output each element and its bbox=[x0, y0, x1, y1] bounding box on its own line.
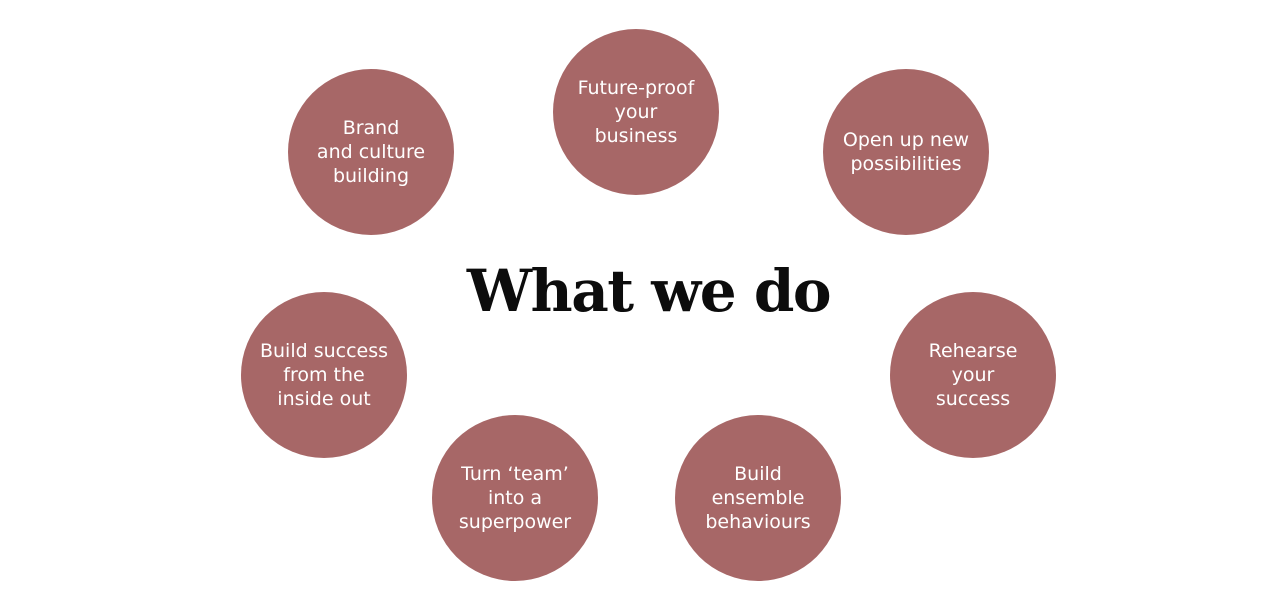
circle-label: Future-proof your business bbox=[577, 77, 695, 147]
circle-open-possibilities: Open up new possibilities bbox=[823, 69, 989, 235]
circle-label: Turn ‘team’ into a superpower bbox=[458, 463, 572, 533]
circle-build-success: Build success from the inside out bbox=[241, 292, 407, 458]
circle-label: Brand and culture building bbox=[316, 117, 426, 187]
circle-label: Build success from the inside out bbox=[259, 340, 389, 410]
circle-label: Build ensemble behaviours bbox=[705, 463, 811, 533]
circle-label: Open up new possibilities bbox=[842, 129, 970, 175]
circle-team-superpower: Turn ‘team’ into a superpower bbox=[432, 415, 598, 581]
circle-label: Rehearse your success bbox=[928, 340, 1018, 410]
circle-rehearse-success: Rehearse your success bbox=[890, 292, 1056, 458]
circle-ensemble-behaviours: Build ensemble behaviours bbox=[675, 415, 841, 581]
circle-brand-culture: Brand and culture building bbox=[288, 69, 454, 235]
circle-future-proof: Future-proof your business bbox=[553, 29, 719, 195]
page-title: What we do bbox=[466, 257, 832, 325]
